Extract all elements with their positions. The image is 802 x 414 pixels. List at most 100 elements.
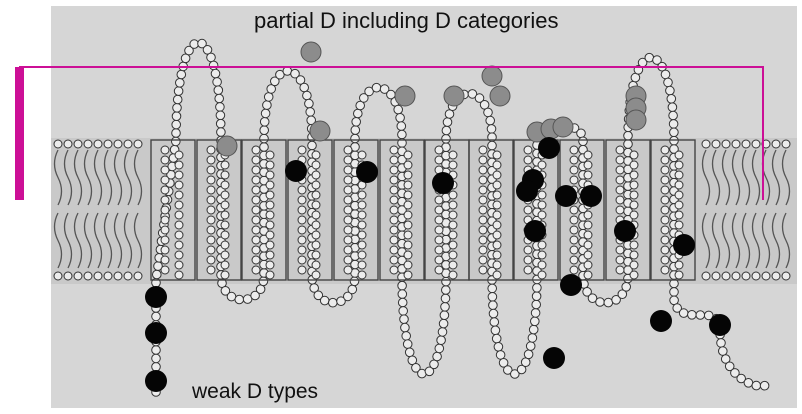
residue-bead <box>171 136 181 147</box>
lipid-tail <box>123 212 133 269</box>
lipid-tail <box>761 212 771 269</box>
helix-residue <box>357 220 367 230</box>
helix-residue <box>478 185 488 195</box>
helix-residue <box>448 230 458 240</box>
helix-residue <box>174 150 184 160</box>
helix-residue <box>251 265 261 275</box>
residue-bead <box>720 354 731 364</box>
residue-bead <box>439 310 450 321</box>
helix-residue <box>478 235 488 245</box>
helix-residue <box>583 270 593 280</box>
lipid-head <box>123 139 133 149</box>
annotation-bracket <box>15 66 764 200</box>
helix-residue <box>448 260 458 270</box>
helix-residue <box>492 160 502 170</box>
helix-residue <box>160 235 170 245</box>
residue-bead <box>672 303 683 313</box>
helix-residue <box>343 245 353 255</box>
helix-residue <box>160 255 170 265</box>
residue-bead <box>441 134 451 144</box>
helix-residue <box>251 155 261 165</box>
lipid-head <box>83 271 93 281</box>
residue-bead <box>171 119 181 130</box>
residue-bead <box>660 69 671 80</box>
helix-residue <box>251 235 261 245</box>
residue-bead <box>489 317 500 327</box>
residue-bead <box>491 333 502 344</box>
residue-bead <box>234 294 245 305</box>
helix-residue <box>160 165 170 175</box>
helix-residue <box>220 240 230 250</box>
transmembrane-helices <box>150 139 696 281</box>
helix-residue <box>220 160 230 170</box>
helix-residue <box>343 155 353 165</box>
helix-residue <box>674 210 684 220</box>
helix-residue <box>403 230 413 240</box>
helix-residue <box>311 150 321 160</box>
lipid-head <box>53 271 63 281</box>
helix-residue <box>478 145 488 155</box>
helix-residue <box>660 255 670 265</box>
helix-residue <box>583 210 593 220</box>
residue-bead <box>530 308 541 318</box>
helix-residue <box>629 250 639 260</box>
helix-residue <box>174 190 184 200</box>
partial-d-residue <box>300 41 322 63</box>
partial-d-residue <box>443 85 465 107</box>
residue-bead <box>259 125 270 135</box>
partial-d-residue <box>216 135 238 157</box>
helix-residue <box>434 145 444 155</box>
helix-residue <box>265 260 275 270</box>
weak-d-residue <box>356 161 378 183</box>
lipid-tail <box>93 212 103 269</box>
residue-bead <box>531 299 542 310</box>
residue-bead <box>404 347 415 358</box>
helix-residue <box>448 250 458 260</box>
residue-bead <box>474 93 485 103</box>
helix-residue <box>448 200 458 210</box>
helix-residue <box>265 270 275 280</box>
helix-residue <box>629 160 639 170</box>
lipid-tail <box>83 212 93 269</box>
residue-bead <box>206 52 216 63</box>
residue-bead <box>724 361 735 372</box>
helix-residue <box>448 160 458 170</box>
helix-residue <box>389 245 399 255</box>
lipid-head <box>751 139 761 149</box>
lipid-head <box>771 139 781 149</box>
lipid-head <box>103 271 113 281</box>
residue-bead <box>510 369 520 379</box>
lipid-head <box>701 139 711 149</box>
lipid-tail <box>63 212 73 269</box>
weak-d-residue <box>580 185 602 207</box>
partial-d-residue <box>481 65 503 87</box>
helix-residue <box>343 225 353 235</box>
helix-residue <box>265 160 275 170</box>
helix-residue <box>251 225 261 235</box>
residue-bead <box>520 357 531 368</box>
helix-residue <box>297 215 307 225</box>
helix-residue <box>615 145 625 155</box>
lipid-tail <box>133 212 143 269</box>
weak-d-residue <box>524 220 546 242</box>
helix-residue <box>448 150 458 160</box>
residue-bead <box>151 362 161 372</box>
helix-residue <box>615 175 625 185</box>
helix-residue <box>569 155 579 165</box>
residue-bead <box>483 107 493 118</box>
helix-residue <box>492 180 502 190</box>
lipid-head <box>731 271 741 281</box>
helix-residue <box>569 175 579 185</box>
helix-residue <box>251 165 261 175</box>
helix-residue <box>660 245 670 255</box>
helix-residue <box>220 210 230 220</box>
residue-bead <box>438 318 449 329</box>
residue-bead <box>623 130 633 141</box>
residue-bead <box>351 117 362 127</box>
helix-residue <box>629 170 639 180</box>
helix-residue <box>492 150 502 160</box>
lipid-tail <box>701 149 711 206</box>
helix-residue <box>206 215 216 225</box>
residue-bead <box>523 349 534 360</box>
helix-residue <box>160 265 170 275</box>
